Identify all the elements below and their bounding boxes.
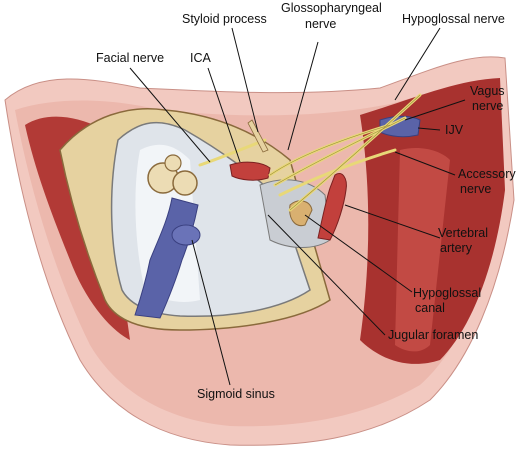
leader-lines	[129, 27, 466, 386]
label-vertebral-1: Vertebral	[438, 226, 488, 240]
vertebral-artery-shape	[317, 173, 347, 241]
leader-hypoglossal-nerve	[394, 27, 441, 101]
label-glossopharyngeal-1: Glossopharyngeal	[281, 1, 382, 15]
labyrinth-coil-3	[164, 154, 182, 172]
label-accessory-1: Accessory	[458, 167, 516, 181]
label-glossopharyngeal-2: nerve	[305, 17, 336, 31]
leader-facial	[129, 67, 211, 163]
label-sigmoid-sinus: Sigmoid sinus	[197, 387, 275, 401]
label-hypoglossal-canal-1: Hypoglossal	[413, 286, 481, 300]
strap-muscle	[395, 148, 450, 352]
accessory-nerve-path	[278, 148, 397, 197]
label-jugular-foramen: Jugular foramen	[388, 328, 478, 342]
label-hypoglossal-canal-2: canal	[415, 301, 445, 315]
label-vagus-2: nerve	[472, 99, 503, 113]
label-vertebral-2: artery	[440, 241, 473, 255]
label-accessory-2: nerve	[460, 182, 491, 196]
labyrinth-coil-2	[172, 170, 198, 196]
styloid-process-shape	[247, 119, 269, 153]
leader-vagus	[404, 99, 466, 121]
leader-glossopharyngeal	[287, 41, 319, 151]
leader-sigmoid	[191, 239, 231, 386]
label-facial-nerve: Facial nerve	[96, 51, 164, 65]
label-ica: ICA	[190, 51, 212, 65]
leader-styloid	[231, 27, 259, 133]
label-hypoglossal-nerve: Hypoglossal nerve	[402, 12, 505, 26]
nerve-outline	[269, 94, 421, 211]
leader-jugular-foramen	[267, 214, 386, 336]
leader-hypoglossal-canal	[304, 214, 413, 293]
leader-vertebral	[344, 204, 441, 239]
label-styloid-process: Styloid process	[182, 12, 267, 26]
jugular-bulb	[171, 224, 201, 246]
leader-accessory	[394, 151, 456, 176]
ica-shape	[229, 161, 271, 181]
label-vagus-1: Vagus	[470, 84, 505, 98]
label-ijv: IJV	[445, 123, 464, 137]
leader-ijv	[417, 127, 441, 131]
leader-ica	[207, 67, 241, 163]
